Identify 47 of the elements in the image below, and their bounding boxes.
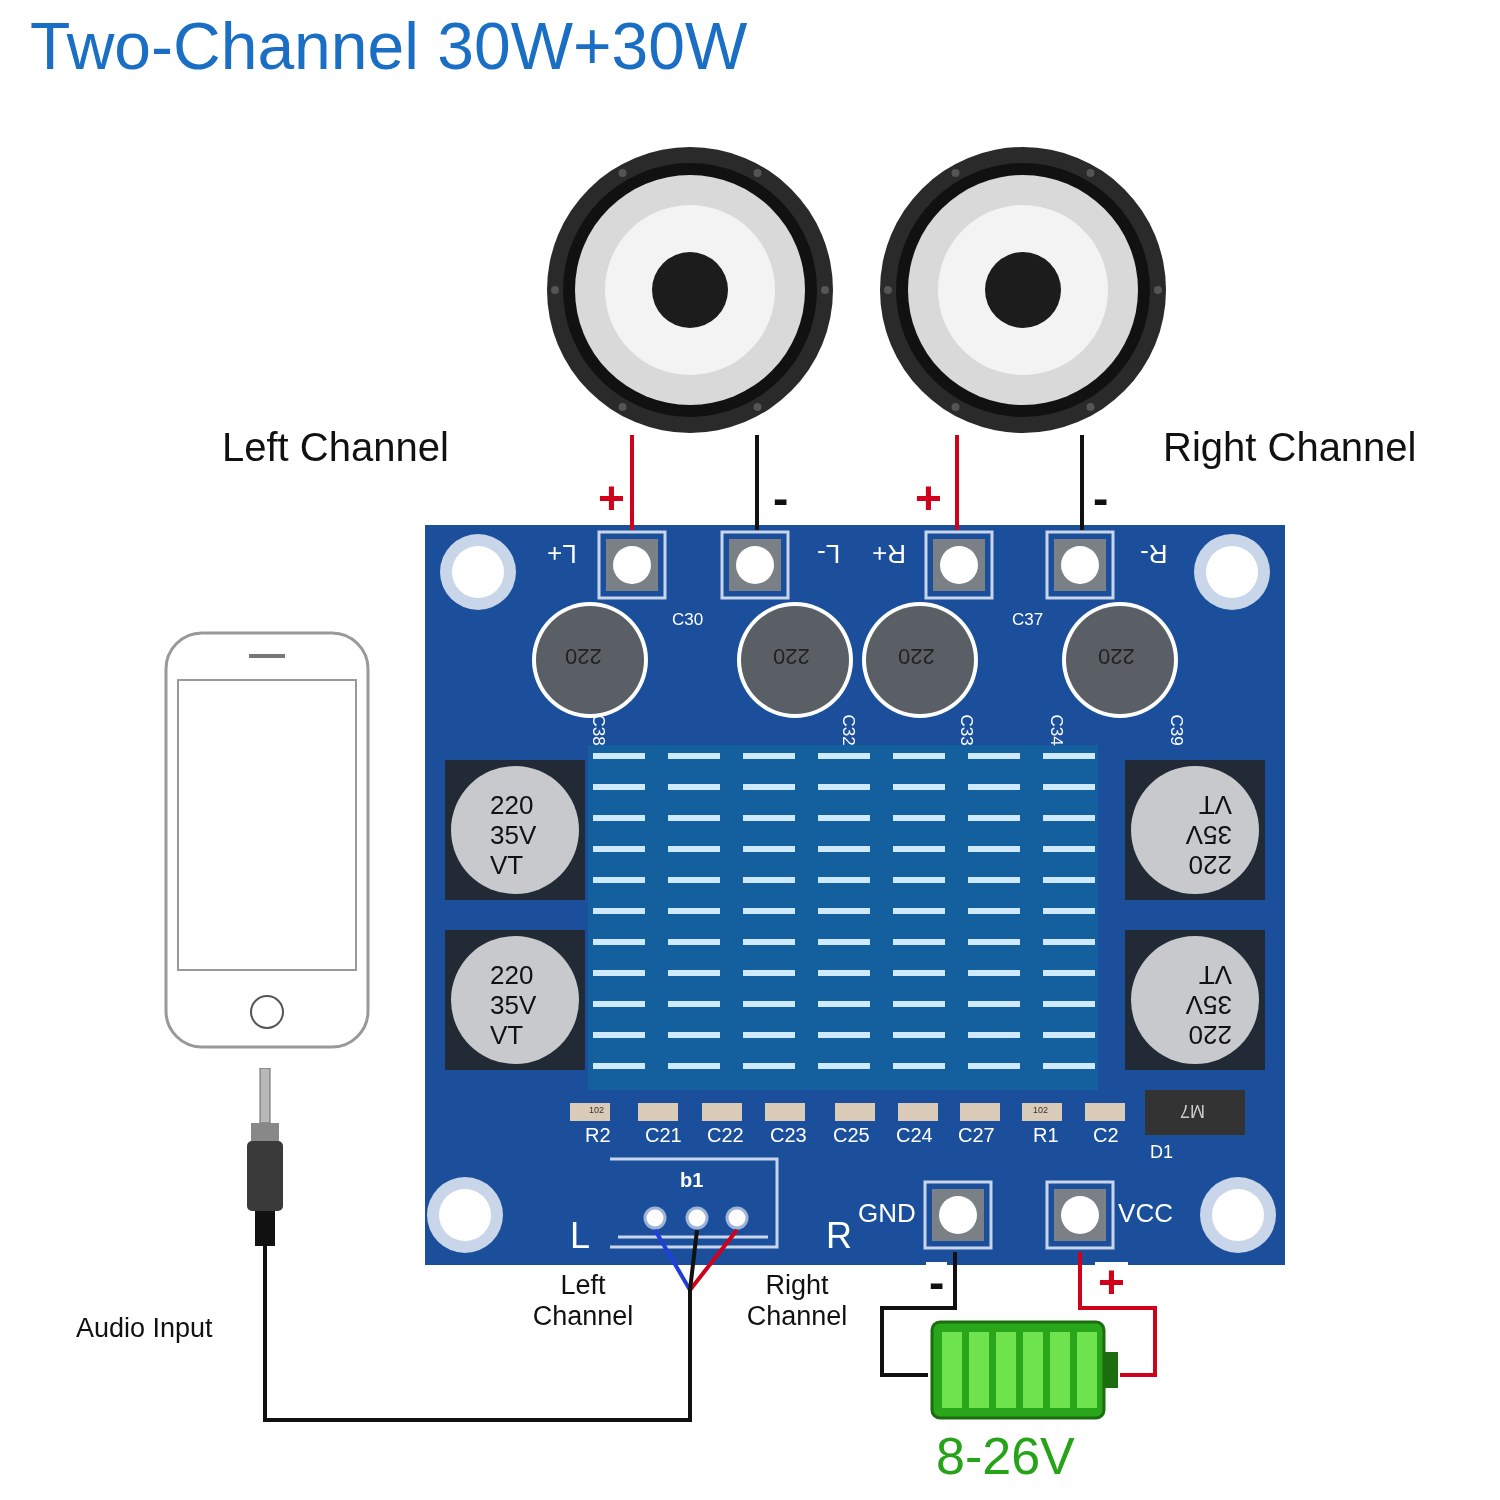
wire bbox=[880, 1252, 957, 1377]
component-label: C23 bbox=[770, 1124, 807, 1147]
channel-label: Left Channel bbox=[222, 425, 449, 470]
inductor-marking: 220 bbox=[1098, 643, 1135, 669]
capacitor-marking: 220 35V VT bbox=[490, 960, 538, 1050]
channel-label: Right Channel bbox=[1163, 425, 1417, 470]
wire bbox=[1078, 1252, 1157, 1377]
wire bbox=[755, 435, 759, 530]
component-label: C39 bbox=[1165, 714, 1186, 746]
inductor-marking: 220 bbox=[898, 643, 935, 669]
component-label: R2 bbox=[585, 1124, 611, 1147]
wire bbox=[630, 435, 634, 530]
inductor-marking: 220 bbox=[565, 643, 602, 669]
component-label: R1 bbox=[1033, 1124, 1059, 1147]
wire bbox=[955, 435, 959, 530]
component-label: C25 bbox=[833, 1124, 870, 1147]
component-label: C2 bbox=[1093, 1124, 1119, 1147]
terminal-label: R- bbox=[1139, 538, 1167, 569]
channel-label: Right Channel bbox=[745, 1270, 849, 1332]
component-label: C32 bbox=[837, 714, 858, 746]
component-label: C37 bbox=[1012, 610, 1044, 630]
terminal-label: L+ bbox=[547, 538, 577, 569]
component-label: C21 bbox=[645, 1124, 682, 1147]
title: Two-Channel 30W+30W bbox=[30, 8, 748, 84]
capacitor-marking: 220 35V VT bbox=[1184, 790, 1232, 880]
resistor-marking: 102 bbox=[589, 1105, 605, 1115]
header-label: b1 bbox=[680, 1169, 704, 1192]
side-label: R bbox=[826, 1215, 852, 1257]
voltage-label: 8-26V bbox=[936, 1426, 1075, 1486]
terminal-label: L- bbox=[816, 538, 840, 569]
component-label: C30 bbox=[672, 610, 704, 630]
terminal-label: R+ bbox=[872, 538, 906, 569]
capacitor-marking: 220 35V VT bbox=[1184, 960, 1232, 1050]
diode-marking: M7 bbox=[1180, 1100, 1205, 1121]
inductor-marking: 220 bbox=[773, 643, 810, 669]
component-label: C24 bbox=[896, 1124, 933, 1147]
component-label: C22 bbox=[707, 1124, 744, 1147]
component-label: D1 bbox=[1150, 1142, 1173, 1163]
capacitor-marking: 220 35V VT bbox=[490, 790, 538, 880]
component-label: C34 bbox=[1045, 714, 1066, 746]
resistor-marking: 102 bbox=[1033, 1105, 1049, 1115]
input-label: Audio Input bbox=[76, 1313, 213, 1344]
terminal-label: VCC bbox=[1118, 1198, 1173, 1229]
terminal-label: GND bbox=[858, 1198, 916, 1229]
component-label: C33 bbox=[955, 714, 976, 746]
component-label: C27 bbox=[958, 1124, 995, 1147]
wire bbox=[1080, 435, 1084, 530]
